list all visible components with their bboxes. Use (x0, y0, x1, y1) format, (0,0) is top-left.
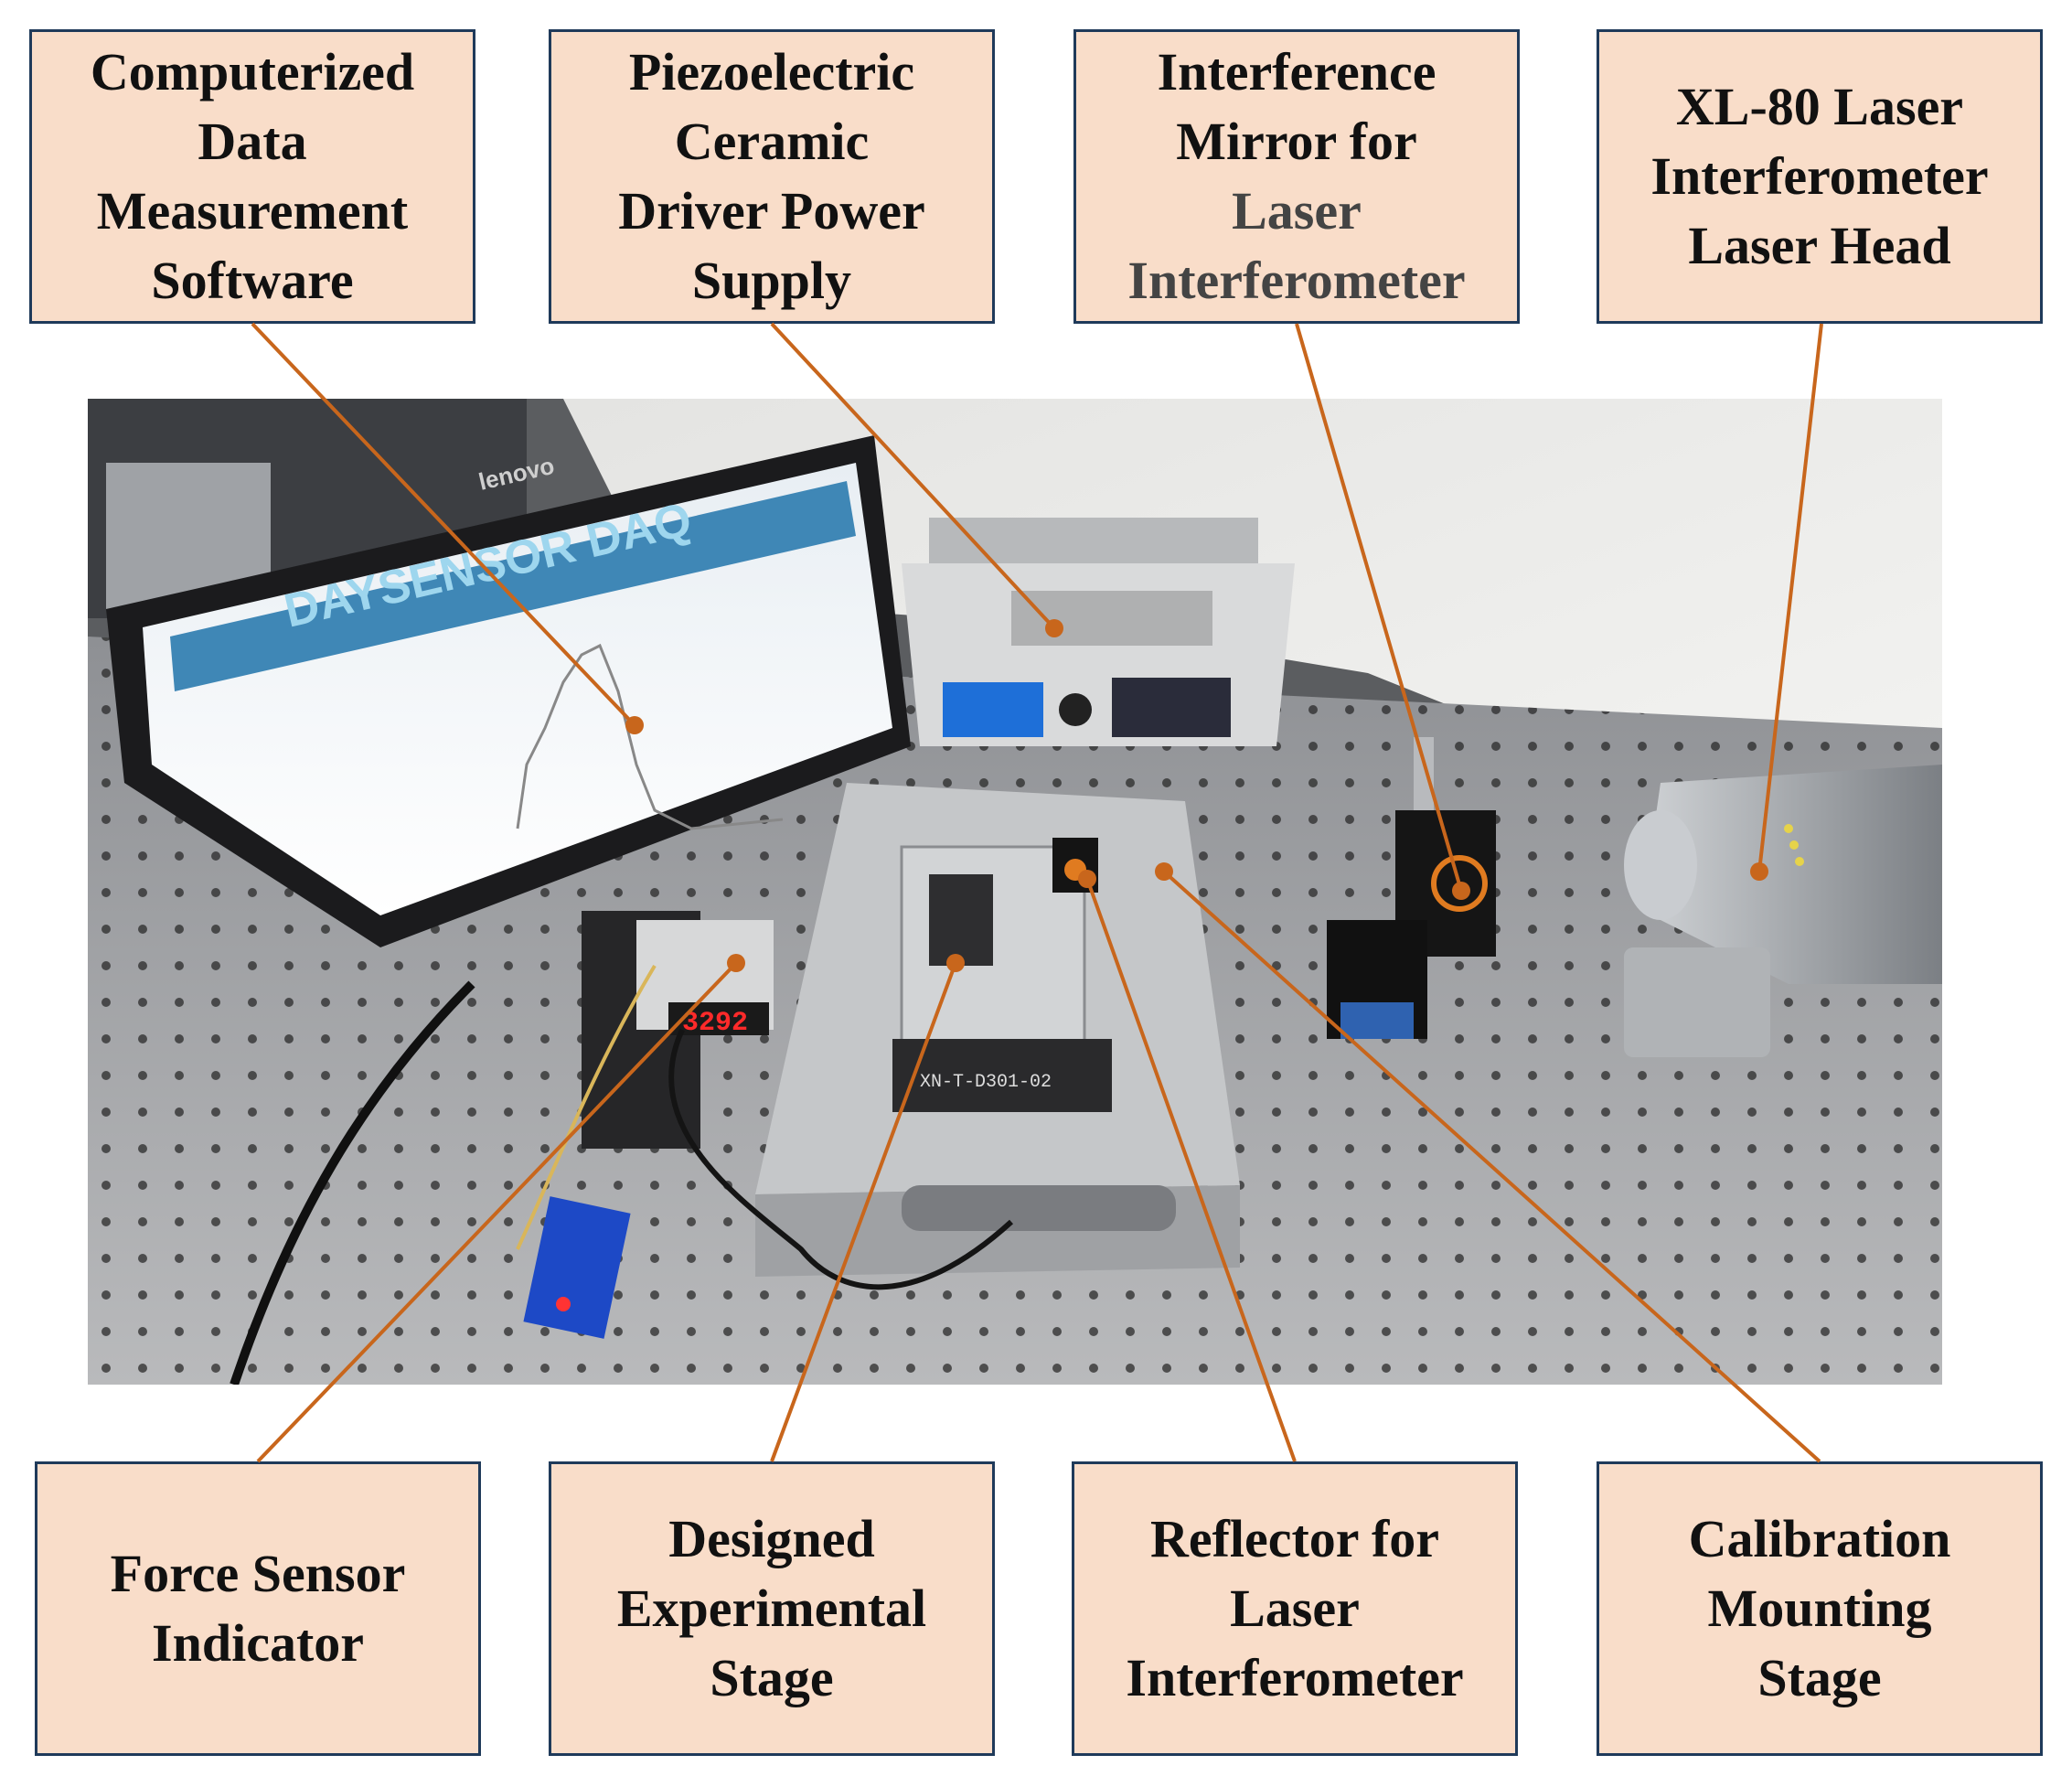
label-calibration-mounting-stage: Calibration Mounting Stage (1597, 1461, 2043, 1756)
power-supply-keypad (1112, 678, 1231, 737)
usb-led (556, 1297, 571, 1311)
force-readout: 3292 (682, 1008, 748, 1039)
power-supply-knob (1059, 693, 1092, 726)
force-sensor-indicator: 3292 (636, 920, 774, 1039)
lab-setup-photo: DAYSENSOR DAQ lenovo 3292 XN-T-D301-02 (88, 399, 1942, 1385)
piezo-power-supply (902, 518, 1295, 746)
label-reflector: Reflector for Laser Interferometer (1072, 1461, 1518, 1756)
label-computerized-software: Computerized Data Measurement Software (29, 29, 475, 324)
label-force-sensor-indicator: Force Sensor Indicator (35, 1461, 481, 1756)
label-xl80-laser-head: XL-80 Laser Interferometer Laser Head (1597, 29, 2043, 324)
stage-plate: XN-T-D301-02 (920, 1072, 1052, 1093)
label-piezo-power-supply: Piezoelectric Ceramic Driver Power Suppl… (549, 29, 995, 324)
label-interference-mirror: Interference Mirror for Laser Interferom… (1073, 29, 1520, 324)
label-designed-experimental-stage: Designed Experimental Stage (549, 1461, 995, 1756)
power-supply-display (943, 682, 1043, 737)
